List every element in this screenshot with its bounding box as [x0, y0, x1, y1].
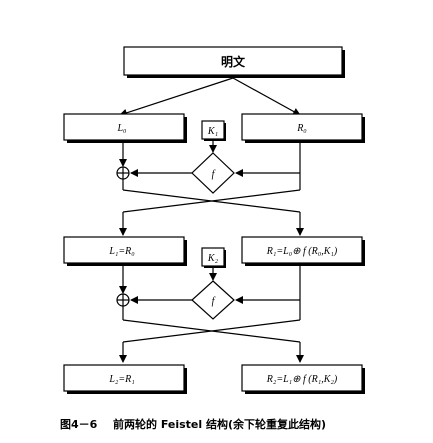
f-function-2: f	[191, 280, 235, 320]
f-function-1: f	[191, 152, 235, 194]
xor-symbol-2	[116, 293, 130, 307]
split-arrow-left	[119, 77, 234, 117]
l2-label: L₂=R₁	[108, 374, 134, 385]
l0-label: L₀	[116, 123, 127, 134]
l2-box: L₂=R₁	[63, 364, 187, 394]
r1-box: R₁=L₀⊕ f (R₀,K₁)	[241, 236, 365, 266]
f-label-2: f	[212, 296, 216, 307]
r0-label: R₀	[296, 123, 307, 134]
xor-symbol-1	[116, 166, 130, 180]
cross-line-b-2	[122, 319, 301, 343]
r2-label: R₂=L₁⊕ f (R₁,K₂)	[266, 374, 338, 385]
f-label-1: f	[212, 169, 216, 180]
plaintext-label: 明文	[221, 54, 246, 69]
l0-box: L₀	[63, 113, 187, 143]
figure-caption-text: 前两轮的 Feistel 结构(余下轮重复此结构)	[113, 418, 327, 431]
r2-box: R₂=L₁⊕ f (R₁,K₂)	[241, 364, 365, 394]
r0-box: R₀	[241, 113, 365, 143]
figure-number: 图4－6	[60, 418, 98, 431]
r1-label: R₁=L₀⊕ f (R₀,K₁)	[266, 246, 338, 257]
k1-label: K₁	[207, 126, 218, 137]
k2-box: K₂	[201, 247, 226, 268]
k1-box: K₁	[201, 120, 226, 141]
k2-label: K₂	[207, 253, 219, 264]
figure-caption: 图4－6 前两轮的 Feistel 结构(余下轮重复此结构)	[60, 416, 420, 432]
l1-box: L₁=R₀	[63, 236, 187, 266]
l1-label: L₁=R₀	[108, 246, 135, 257]
split-arrow-right	[232, 77, 301, 116]
plaintext-box: 明文	[123, 46, 345, 78]
cross-line-b-1	[122, 189, 301, 213]
